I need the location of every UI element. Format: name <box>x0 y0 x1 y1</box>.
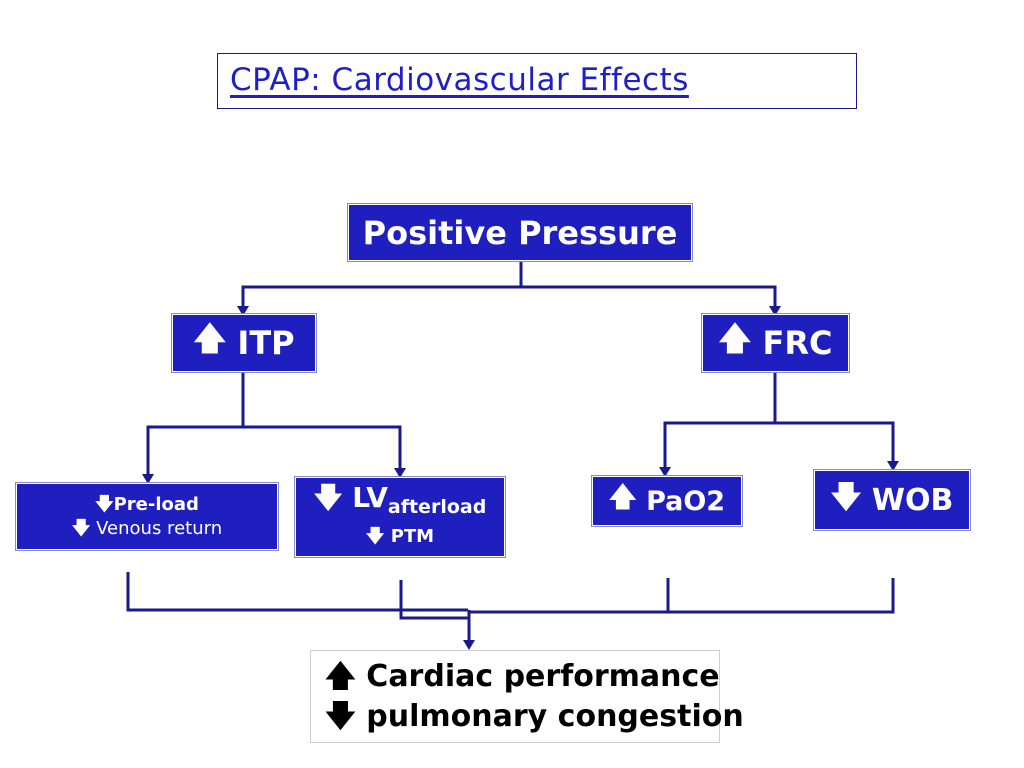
up-arrow-icon: 🡅 <box>325 659 356 694</box>
node-positive-pressure: Positive Pressure <box>347 203 693 262</box>
arrowhead-frc <box>769 306 781 316</box>
connector-pao2-result <box>470 578 670 614</box>
node-venous-return-label: Venous return <box>96 517 223 539</box>
connector-lv-result <box>399 580 468 620</box>
connector-wob-result <box>668 578 895 614</box>
up-arrow-icon: 🡅 <box>608 482 637 513</box>
node-positive-pressure-label: Positive Pressure <box>362 213 678 252</box>
result-line-congestion: 🡇 pulmonary congestion <box>325 697 744 737</box>
down-arrow-icon: 🡇 <box>313 480 343 514</box>
connector-pp-itp <box>241 262 523 308</box>
down-arrow-icon: 🡇 <box>365 525 385 547</box>
node-preload-label: Pre-load <box>113 493 199 515</box>
node-lv-line1: 🡇 LVafterload <box>313 480 487 522</box>
up-arrow-icon: 🡅 <box>718 319 752 357</box>
title-box: CPAP: Cardiovascular Effects <box>217 53 857 109</box>
node-preload-line2: 🡇 Venous return <box>72 517 222 541</box>
node-wob-label: WOB <box>871 482 954 518</box>
node-ptm-label: PTM <box>390 525 435 547</box>
node-frc: 🡅 FRC <box>701 313 850 373</box>
down-arrow-icon: 🡇 <box>830 479 862 515</box>
arrowhead-lv <box>394 468 406 478</box>
node-pao2: 🡅 PaO2 <box>591 475 743 527</box>
slide-title: CPAP: Cardiovascular Effects <box>230 62 689 98</box>
arrowhead-pao2 <box>659 467 671 477</box>
up-arrow-icon: 🡅 <box>193 319 227 357</box>
node-lv-label: LV <box>352 480 388 514</box>
connector-frc-pao2 <box>663 373 777 469</box>
down-arrow-icon: 🡇 <box>325 699 356 734</box>
connector-pp-frc <box>521 285 777 308</box>
connector-itp-pre <box>146 373 245 476</box>
node-itp-label: ITP <box>237 324 295 362</box>
node-lv-afterload: 🡇 LVafterload 🡇 PTM <box>294 476 506 558</box>
node-pao2-label: PaO2 <box>646 485 726 517</box>
node-lv-subscript: afterload <box>387 495 487 518</box>
node-lv-line2: 🡇 PTM <box>366 522 434 552</box>
arrowhead-pre <box>142 474 154 484</box>
connector-itp-lv <box>243 425 402 470</box>
node-itp: 🡅 ITP <box>171 313 317 373</box>
result-cardiac-label: Cardiac performance <box>366 659 720 694</box>
down-arrow-icon: 🡇 <box>71 517 91 539</box>
connector-frc-wob <box>775 421 895 463</box>
arrowhead-wob <box>887 461 899 471</box>
result-line-cardiac: 🡅 Cardiac performance <box>325 657 720 697</box>
arrowhead-result <box>463 640 475 650</box>
node-preload: 🡇Pre-load 🡇 Venous return <box>15 482 279 551</box>
result-congestion-label: pulmonary congestion <box>366 699 744 734</box>
node-preload-line1: 🡇Pre-load <box>95 493 199 517</box>
node-wob: 🡇 WOB <box>813 469 971 531</box>
connector-pre-result <box>126 572 468 612</box>
arrowhead-itp <box>237 306 249 316</box>
result-box: 🡅 Cardiac performance 🡇 pulmonary conges… <box>310 650 744 743</box>
node-frc-label: FRC <box>762 324 833 362</box>
down-arrow-icon: 🡇 <box>95 493 114 515</box>
